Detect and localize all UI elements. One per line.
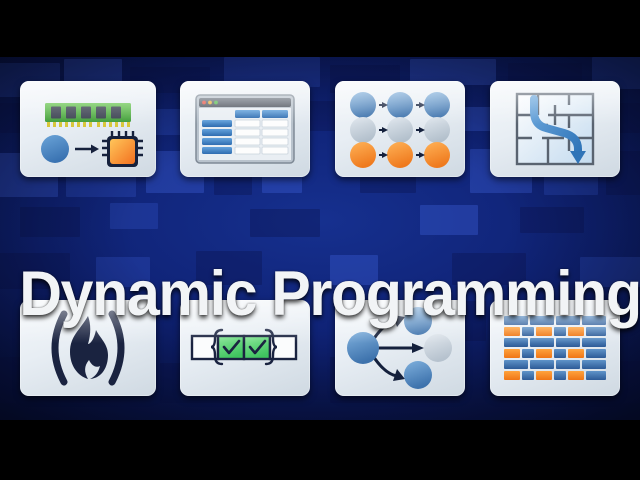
- memory-cpu-illustration: [41, 103, 143, 167]
- checked-subarray-card[interactable]: [180, 300, 310, 396]
- brick-rows: [504, 316, 606, 380]
- blue-circle-icon: [41, 135, 69, 163]
- tree-node-root: [347, 332, 379, 364]
- tree-node-bottom: [404, 361, 432, 389]
- flame-parens-card[interactable]: [20, 300, 156, 396]
- circle-row-blue: [350, 92, 450, 118]
- curly-braces-icon: [210, 328, 278, 366]
- circle-row-gray: [350, 117, 450, 143]
- tree-arrowheads: [393, 315, 424, 381]
- brick-table-illustration: [504, 316, 606, 380]
- blue-path-arrow-icon: [530, 95, 582, 159]
- cpu-chip-icon: [102, 131, 143, 167]
- branching-tree-card[interactable]: [335, 300, 465, 396]
- circle-row-orange: [350, 142, 450, 168]
- table-grid-icon: [202, 110, 289, 155]
- checked-subarray-illustration: [190, 328, 298, 366]
- flame-icon: [70, 316, 108, 379]
- state-grid-card[interactable]: [335, 81, 465, 177]
- maze-path-illustration: [515, 92, 595, 166]
- page-title: Dynamic Programming: [19, 259, 640, 329]
- branching-tree-illustration: [347, 307, 452, 389]
- tree-node-top: [404, 307, 432, 335]
- window-titlebar: [199, 98, 291, 107]
- state-grid-illustration: [350, 92, 450, 168]
- arrow-head-icon: [91, 144, 99, 154]
- check-marks: [222, 339, 267, 355]
- transition-arrows-icon: [379, 102, 425, 158]
- brick-table-card[interactable]: [490, 300, 620, 396]
- maze-path-card[interactable]: [490, 81, 620, 177]
- memory-cpu-card[interactable]: [20, 81, 156, 177]
- tree-node-middle: [424, 334, 452, 362]
- right-paren-icon: [108, 310, 125, 386]
- left-paren-icon: [51, 310, 68, 386]
- letterbox-bar-bottom: [0, 420, 640, 480]
- boxes-row: [190, 334, 298, 361]
- letterbox-bar-top: [0, 0, 640, 57]
- flame-parens-illustration: [51, 310, 125, 386]
- table-window-card[interactable]: [180, 81, 310, 177]
- table-window-illustration: [195, 94, 295, 164]
- ram-stick-icon: [45, 103, 131, 127]
- traffic-light-dots: [202, 100, 218, 105]
- artwork-background: Dynamic Programming: [0, 57, 640, 420]
- path-arrowhead-icon: [570, 151, 586, 164]
